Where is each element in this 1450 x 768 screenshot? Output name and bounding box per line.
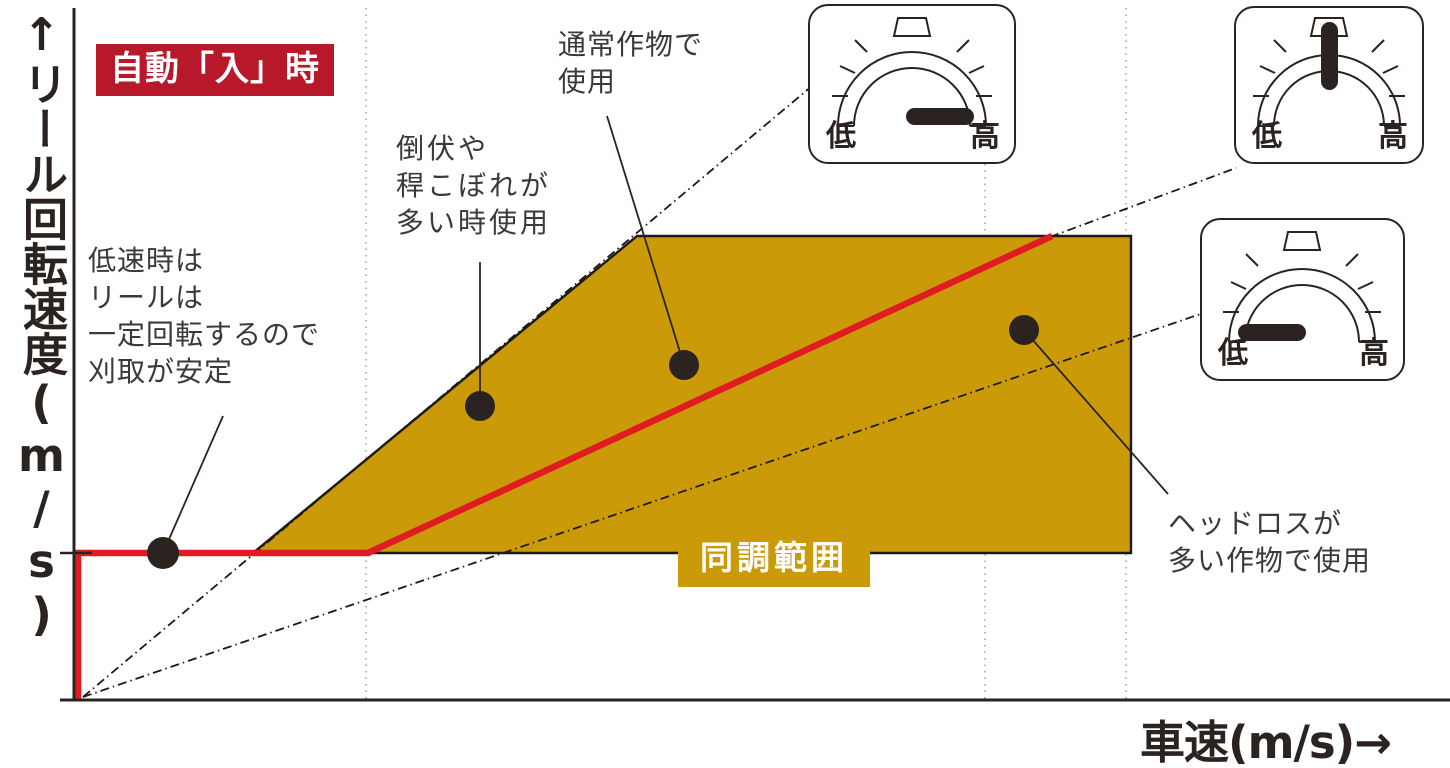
sync-range-band <box>249 234 1133 555</box>
dial-middle-icon <box>1253 17 1405 127</box>
marker-head-loss <box>1009 315 1039 345</box>
dial-low-label: 低 <box>1218 336 1248 371</box>
note-head-loss: ヘッドロスが 多い作物で使用 <box>1168 507 1372 577</box>
boundary-guides <box>82 85 1237 698</box>
dial-low-label: 低 <box>1252 119 1282 154</box>
marker-lodging <box>465 391 495 421</box>
dial-knob-indicator <box>1238 324 1306 341</box>
leader-lines <box>162 115 1169 554</box>
axis-lines <box>60 8 1450 702</box>
dial-card-middle: 低 高 <box>1234 6 1424 164</box>
dial-high-label: 高 <box>970 119 1000 154</box>
dial-card-low: 低 高 <box>1200 218 1405 381</box>
dial-high-label: 高 <box>1359 336 1389 371</box>
marker-normal <box>669 350 699 380</box>
dial-low-label: 低 <box>826 119 856 154</box>
auto-on-badge: 自動「入」時 <box>96 44 334 96</box>
x-axis-label: 車速(m/s)→ <box>1140 716 1392 768</box>
dial-high-icon <box>832 17 992 127</box>
note-normal-crop: 通常作物で 使用 <box>558 28 704 98</box>
marker-low-speed <box>147 537 179 569</box>
sync-range-badge: 同調範囲 <box>678 530 870 587</box>
note-lodging: 倒伏や 稈こぼれが 多い時使用 <box>396 132 552 239</box>
auto-reference-line <box>74 233 1054 699</box>
dial-card-high: 低 高 <box>808 4 1016 164</box>
data-markers <box>147 315 1039 569</box>
y-axis-label: ↑リール回転速度(m/s) <box>15 8 68 641</box>
dial-knob-indicator <box>906 108 974 125</box>
note-low-speed: 低速時は リールは 一定回転するので 刈取が安定 <box>88 244 321 388</box>
dial-knob-indicator <box>1321 22 1338 90</box>
dial-high-label: 高 <box>1378 119 1408 154</box>
dial-low-icon <box>1223 231 1381 343</box>
